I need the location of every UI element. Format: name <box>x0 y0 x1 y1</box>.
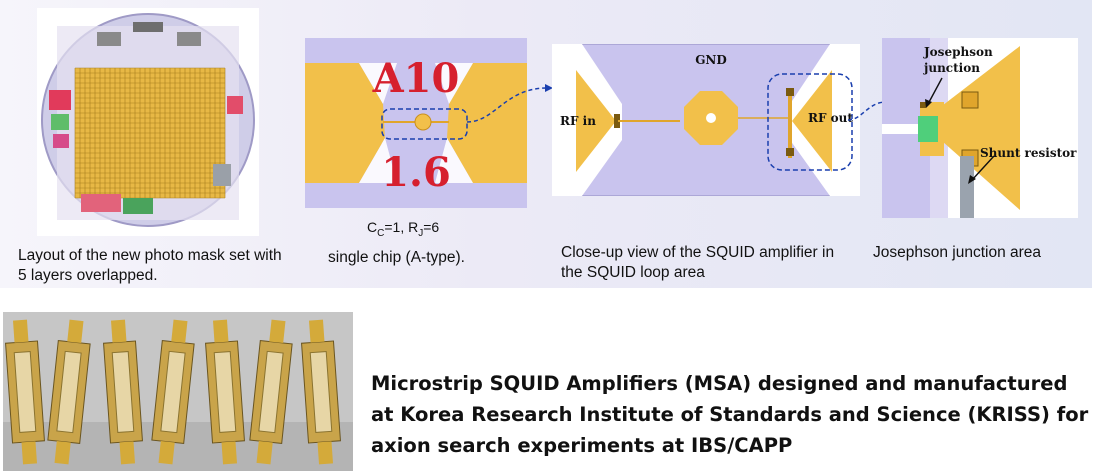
msa-device <box>301 319 341 465</box>
shunt-resistor-label: Shunt resistor <box>980 146 1077 160</box>
chip-param-c: C <box>367 219 378 235</box>
chip-parameters: CC=1, RJ=6 <box>367 217 439 244</box>
mask-caption: Layout of the new photo mask set with 5 … <box>18 247 282 284</box>
zoom-arrow-1 <box>466 84 553 123</box>
msa-device <box>249 319 293 465</box>
msa-device <box>103 319 143 465</box>
chip-label-top: A10 <box>372 55 460 102</box>
chip-param-mid: =1, R <box>384 219 419 235</box>
chip-param-end: =6 <box>423 219 440 235</box>
rf-out-label: RF out <box>808 111 853 125</box>
squid-closeup-layout: GND RF in RF out <box>552 44 860 196</box>
rf-in-label: RF in <box>560 114 596 128</box>
closeup-caption: Close-up view of the SQUID amplifier in … <box>561 244 835 281</box>
msa-device <box>205 319 245 465</box>
chip-param-rj-sub: J <box>418 227 424 239</box>
msa-device <box>5 319 45 465</box>
junction-label: junction <box>923 61 980 75</box>
josephson-junction-layout: Josephson junction Shunt resistor <box>882 38 1078 218</box>
msa-description: Microstrip SQUID Amplifiers (MSA) design… <box>371 372 1089 457</box>
junction-caption: Josephson junction area <box>873 244 1042 261</box>
msa-device <box>151 319 195 465</box>
photo-mask-layout <box>37 8 259 236</box>
chip-param-c-sub: C <box>377 227 385 239</box>
chip-label-bottom: 1.6 <box>381 149 451 196</box>
gnd-label: GND <box>695 53 727 67</box>
msa-device <box>47 319 91 465</box>
josephson-label: Josephson <box>923 45 993 59</box>
chip-caption: single chip (A-type). <box>328 249 465 266</box>
single-chip-layout: A10 1.6 <box>305 38 527 208</box>
msa-devices-photo <box>3 312 353 471</box>
